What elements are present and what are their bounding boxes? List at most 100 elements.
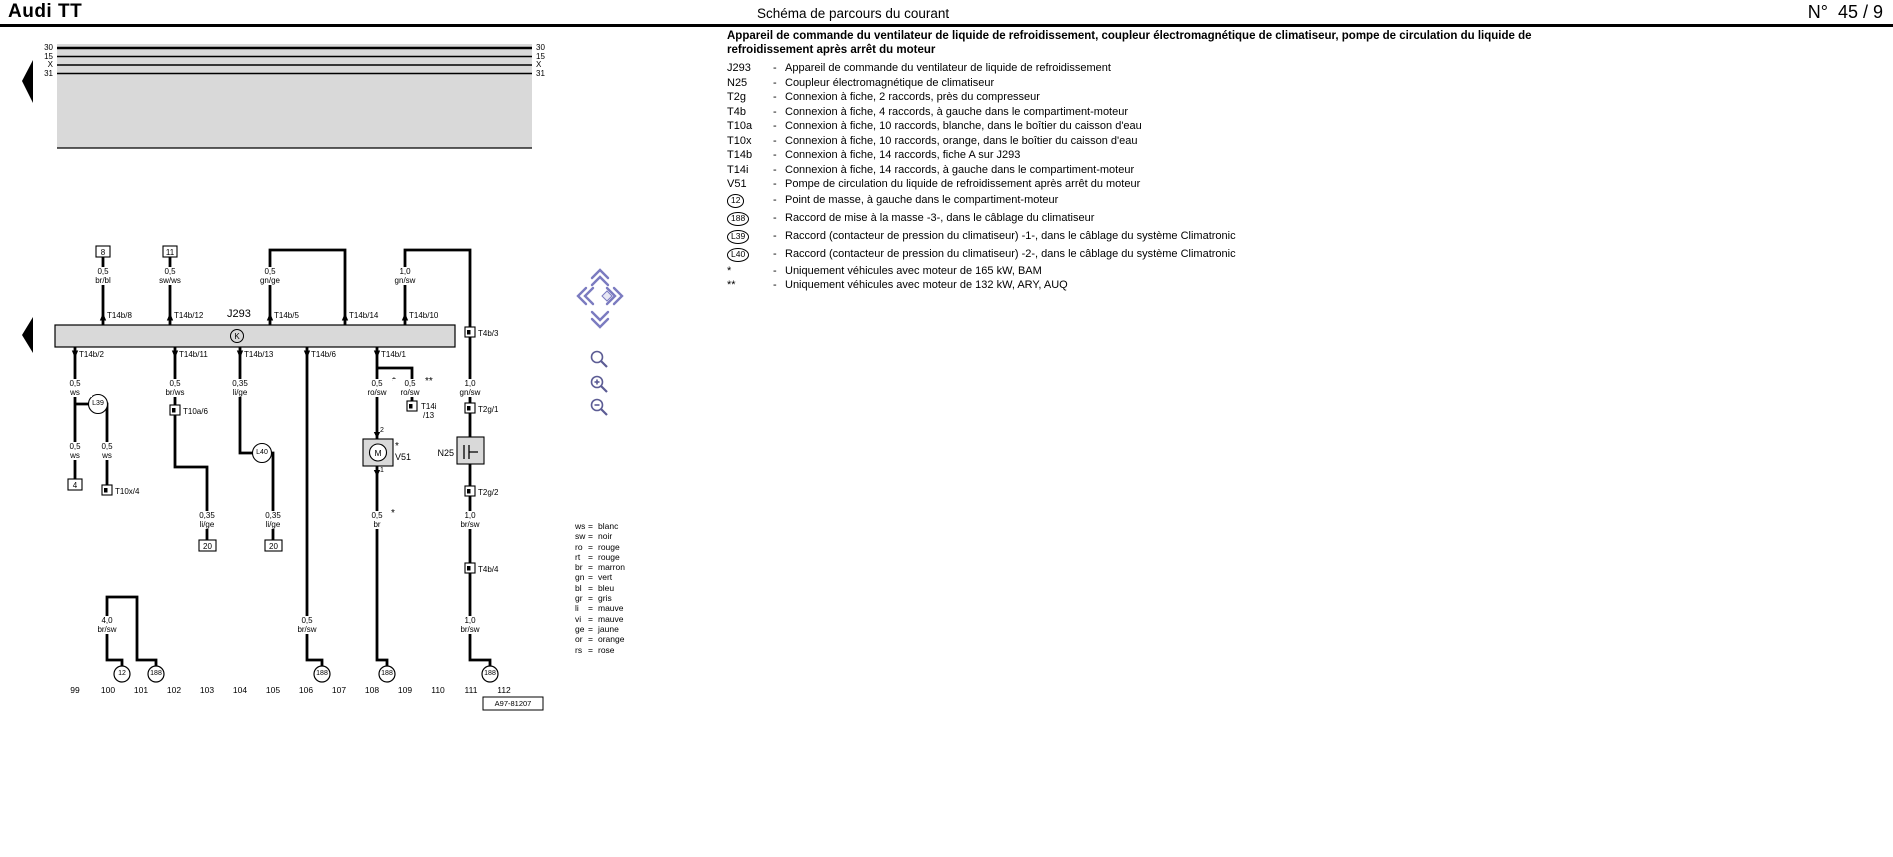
component-desc: Raccord (contacteur de pression du clima… — [785, 230, 1236, 243]
equals-sign: = — [588, 613, 593, 624]
component-dash: - — [773, 120, 777, 132]
component-code: N25 — [727, 76, 748, 89]
component-item: T2g -Connexion à fiche, 2 raccords, près … — [727, 90, 1572, 105]
pin-arrow-icons — [71, 313, 409, 477]
component-desc: Coupleur électromagnétique de climatiseu… — [785, 76, 995, 89]
component-dash: - — [773, 279, 777, 291]
color-legend-row: gr = gris — [575, 593, 625, 603]
component-code: 12 — [727, 192, 773, 210]
color-legend-row: ro = rouge — [575, 542, 625, 552]
document-title: Schéma de parcours du courant — [757, 6, 950, 21]
component-code-circle-icon: 12 — [727, 193, 745, 208]
equals-sign: = — [588, 562, 593, 573]
equals-sign: = — [588, 541, 593, 552]
legend-panel: Appareil de commande du ventilateur de l… — [727, 27, 1572, 293]
component-desc: Raccord de mise à la masse -3-, dans le … — [785, 212, 1095, 225]
color-legend-row: br = marron — [575, 562, 625, 572]
color-name: mauve — [598, 613, 624, 624]
equals-sign: = — [588, 551, 593, 562]
color-name: orange — [598, 634, 625, 645]
j293-control-unit-bar — [54, 324, 456, 348]
color-legend-row: rt=rouge — [575, 552, 625, 562]
component-code: T2g — [727, 91, 746, 103]
color-abbr: sw — [575, 531, 586, 542]
color-legend-row: li=mauve — [575, 603, 625, 613]
component-dash: - — [773, 149, 777, 161]
component-dash: - — [773, 91, 777, 103]
zoom-icon[interactable] — [590, 350, 608, 368]
component-code-circle-icon: L39 — [727, 229, 750, 244]
pan-center-diamond-icon[interactable] — [601, 290, 613, 302]
component-dash: - — [773, 264, 777, 277]
component-desc: Connexion à fiche, 14 raccords, à gauche… — [785, 163, 1135, 176]
component-code: 188 — [727, 210, 773, 228]
component-dash: - — [773, 105, 777, 118]
color-abbr: rs — [575, 644, 583, 655]
component-dash: - — [773, 163, 777, 176]
color-legend-row: vi = mauve — [575, 614, 625, 624]
component-item: J293-Appareil de commande du ventilateur… — [727, 61, 1572, 76]
color-abbr: gr — [575, 593, 583, 604]
color-name: rouge — [598, 541, 620, 552]
color-name: vert — [598, 572, 613, 583]
component-item: **-Uniquement véhicules avec moteur de 1… — [727, 278, 1572, 293]
component-desc: Appareil de commande du ventilateur de l… — [785, 62, 1111, 74]
pan-down-icon[interactable] — [590, 310, 610, 329]
equals-sign: = — [588, 593, 593, 604]
pan-right-icon[interactable] — [605, 286, 624, 306]
equals-sign: = — [588, 521, 593, 531]
component-code: T14i — [727, 163, 749, 176]
color-legend-row: ws=blanc — [575, 521, 625, 531]
fuse-and-terminal-boxes — [67, 245, 283, 552]
color-legend-row: bl=bleu — [575, 583, 625, 593]
color-legend-row: or = orange — [575, 634, 625, 644]
equals-sign: = — [588, 603, 593, 614]
component-item: T14i -Connexion à fiche, 14 raccords, à g… — [727, 163, 1572, 178]
color-abbr: bl — [575, 582, 582, 593]
terminal-rail-lines — [57, 46, 532, 149]
component-code: L40 — [727, 246, 773, 264]
equals-sign: = — [588, 634, 593, 645]
pan-left-icon[interactable] — [576, 286, 595, 306]
header: Audi TT Schéma de parcours du courant N°… — [0, 0, 1893, 27]
component-item: 12 -Point de masse, à gauche dans le comp… — [727, 192, 1572, 210]
color-legend-row: sw=noir — [575, 531, 625, 541]
color-name: rouge — [598, 551, 620, 562]
equals-sign: = — [588, 644, 593, 655]
equals-sign: = — [588, 572, 593, 583]
component-list: J293-Appareil de commande du ventilateur… — [727, 61, 1572, 293]
component-item: T14b-Connexion à fiche, 14 raccords, fic… — [727, 148, 1572, 163]
n25-clutch-symbol-icon — [463, 445, 478, 459]
component-item: L40-Raccord (contacteur de pression du c… — [727, 246, 1572, 264]
component-dash: - — [773, 178, 777, 190]
color-abbr: vi — [575, 613, 582, 624]
component-dash: - — [773, 194, 777, 207]
component-item: T10x-Connexion à fiche, 10 raccords, ora… — [727, 134, 1572, 149]
component-dash: - — [773, 76, 777, 89]
equals-sign: = — [588, 623, 593, 634]
component-dash: - — [773, 134, 777, 147]
pan-up-icon[interactable] — [590, 268, 610, 287]
plug-connector-icons — [101, 326, 476, 574]
color-name: noir — [598, 531, 613, 542]
v51-motor-symbol-icon — [368, 443, 388, 462]
component-item: *-Uniquement véhicules avec moteur de 16… — [727, 264, 1572, 279]
color-name: marron — [598, 562, 625, 573]
zoom-out-icon[interactable] — [590, 398, 608, 416]
zoom-in-icon[interactable] — [590, 375, 608, 393]
color-name: jaune — [598, 623, 619, 634]
color-legend-row: ge=jaune — [575, 624, 625, 634]
color-abbr: br — [575, 562, 583, 573]
component-dash: - — [773, 62, 777, 74]
component-desc: Point de masse, à gauche dans le compart… — [785, 194, 1059, 207]
l40-junction-symbol — [251, 442, 273, 464]
color-name: gris — [598, 593, 612, 604]
color-name: bleu — [598, 582, 615, 593]
component-desc: Connexion à fiche, 2 raccords, près du c… — [785, 91, 1040, 103]
color-abbr: or — [575, 634, 583, 645]
color-name: blanc — [598, 521, 619, 531]
color-abbr: ro — [575, 541, 583, 552]
component-code: T4b — [727, 105, 746, 118]
component-item: L39-Raccord (contacteur de pression du c… — [727, 228, 1572, 246]
drawing-ref-box — [482, 696, 544, 711]
